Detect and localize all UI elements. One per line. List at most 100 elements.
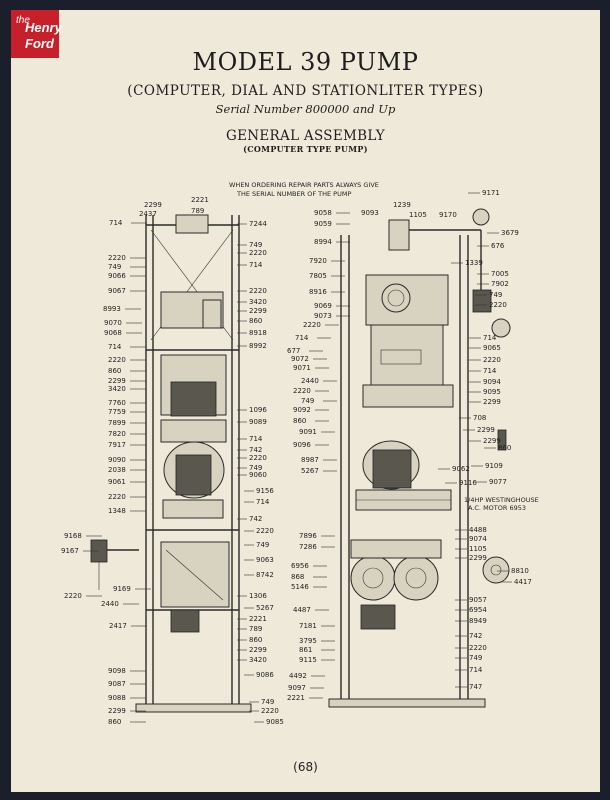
part-number-label: 7902: [491, 280, 509, 288]
left-side-fitting: [90, 539, 139, 590]
part-number-label: 1239: [393, 201, 411, 209]
page-title: MODEL 39 PUMP: [192, 48, 419, 76]
part-number-label: 860: [249, 317, 262, 325]
motor-label-line-1: 1/4HP WESTINGHOUSE: [464, 496, 539, 504]
part-number-label: 9067: [108, 287, 126, 295]
part-number-label: 9097: [288, 684, 306, 692]
part-number-label: 9170: [439, 211, 457, 219]
part-number-label: 2417: [109, 622, 127, 630]
part-number-label: 714: [469, 666, 483, 674]
part-number-label: 9062: [452, 465, 470, 473]
logo-text-the: the: [16, 15, 30, 26]
serial-number-text: Serial Number 800000 and Up: [215, 102, 396, 116]
part-number-label: 9109: [485, 462, 503, 470]
part-number-label: 2299: [108, 707, 126, 715]
part-number-label: 1306: [249, 592, 267, 600]
right-pump-assembly: [328, 208, 492, 708]
part-number-label: 1105: [409, 211, 427, 219]
part-number-label: 860: [498, 444, 511, 452]
part-number-label: 708: [473, 414, 486, 422]
part-number-label: 7759: [108, 408, 126, 416]
part-number-label: 9091: [299, 428, 317, 436]
part-number-label: 7820: [108, 430, 126, 438]
part-number-label: 747: [469, 683, 482, 691]
part-number-label: 8993: [103, 305, 121, 313]
part-number-label: 9086: [256, 671, 274, 679]
part-number-label: 2299: [144, 201, 162, 209]
part-number-label: 9069: [314, 302, 332, 310]
logo-text-henry: Henry: [25, 20, 62, 35]
logo-text-ford: Ford: [25, 36, 54, 51]
part-number-label: 714: [249, 261, 263, 269]
part-number-label: 9060: [249, 471, 267, 479]
right-side-details: [482, 318, 511, 584]
part-number-label: 749: [249, 464, 262, 472]
part-number-label: 7899: [108, 419, 126, 427]
part-number-label: 714: [109, 219, 123, 227]
part-number-label: 676: [491, 242, 505, 250]
section-subheading: (COMPUTER TYPE PUMP): [243, 144, 368, 154]
part-number-label: 789: [191, 207, 204, 215]
part-number-label: 9068: [104, 329, 122, 337]
part-number-label: 714: [256, 498, 270, 506]
part-number-label: 749: [256, 541, 269, 549]
part-number-label: 8949: [469, 617, 487, 625]
part-number-label: 2220: [469, 644, 487, 652]
part-number-label: 4487: [293, 606, 311, 614]
part-number-label: 714: [108, 343, 122, 351]
part-number-label: 2299: [483, 398, 501, 406]
part-number-label: 860: [249, 636, 262, 644]
part-number-label: 749: [108, 263, 121, 271]
page-subtitle: (COMPUTER, DIAL AND STATIONLITER TYPES): [127, 83, 484, 99]
part-number-label: 2220: [108, 493, 126, 501]
part-number-label: 7244: [249, 220, 267, 228]
part-number-label: 7917: [108, 441, 126, 449]
part-number-label: 7920: [309, 257, 327, 265]
part-number-label: 2299: [469, 554, 487, 562]
part-number-label: 2220: [108, 254, 126, 262]
part-number-label: 9085: [266, 718, 284, 726]
part-number-label: 2220: [249, 287, 267, 295]
part-number-label: 2440: [301, 377, 319, 385]
page-number: (68): [293, 760, 318, 774]
part-number-label: 9057: [469, 596, 487, 604]
part-number-label: 9087: [108, 680, 126, 688]
part-number-label: 9071: [293, 364, 311, 372]
part-number-label: 2220: [256, 527, 274, 535]
part-number-label: 742: [249, 446, 262, 454]
part-number-label: 9063: [256, 556, 274, 564]
part-number-label: 2220: [261, 707, 279, 715]
part-number-label: 5267: [256, 604, 274, 612]
part-number-label: 868: [291, 573, 304, 581]
part-number-label: 8987: [301, 456, 319, 464]
part-number-label: 8916: [309, 288, 327, 296]
part-number-label: 2220: [64, 592, 82, 600]
part-number-label: 9098: [108, 667, 126, 675]
part-number-label: 749: [301, 397, 314, 405]
part-number-label: 9115: [299, 656, 317, 664]
part-number-label: 7181: [299, 622, 317, 630]
part-number-label: 9167: [61, 547, 79, 555]
part-number-label: 6956: [291, 562, 309, 570]
part-number-label: 2220: [108, 356, 126, 364]
part-number-label: 714: [483, 334, 497, 342]
henry-ford-logo: the Henry Ford: [11, 10, 62, 58]
part-number-label: 860: [293, 417, 306, 425]
part-number-label: 9095: [483, 388, 501, 396]
part-number-label: 9065: [483, 344, 501, 352]
part-number-label: 789: [249, 625, 262, 633]
part-number-label: 860: [108, 718, 121, 726]
part-number-label: 3795: [299, 637, 317, 645]
part-number-label: 7286: [299, 543, 317, 551]
section-heading: GENERAL ASSEMBLY: [226, 128, 385, 144]
part-number-label: 2299: [249, 646, 267, 654]
part-number-label: 2299: [249, 307, 267, 315]
part-number-label: 5267: [301, 467, 319, 475]
part-number-label: 3420: [108, 385, 126, 393]
motor-label-line-2: A.C. MOTOR 6953: [468, 504, 526, 512]
part-number-label: 3420: [249, 656, 267, 664]
part-number-label: 714: [249, 435, 263, 443]
part-number-label: 9072: [291, 355, 309, 363]
part-number-label: 5146: [291, 583, 309, 591]
part-number-label: 9061: [108, 478, 126, 486]
